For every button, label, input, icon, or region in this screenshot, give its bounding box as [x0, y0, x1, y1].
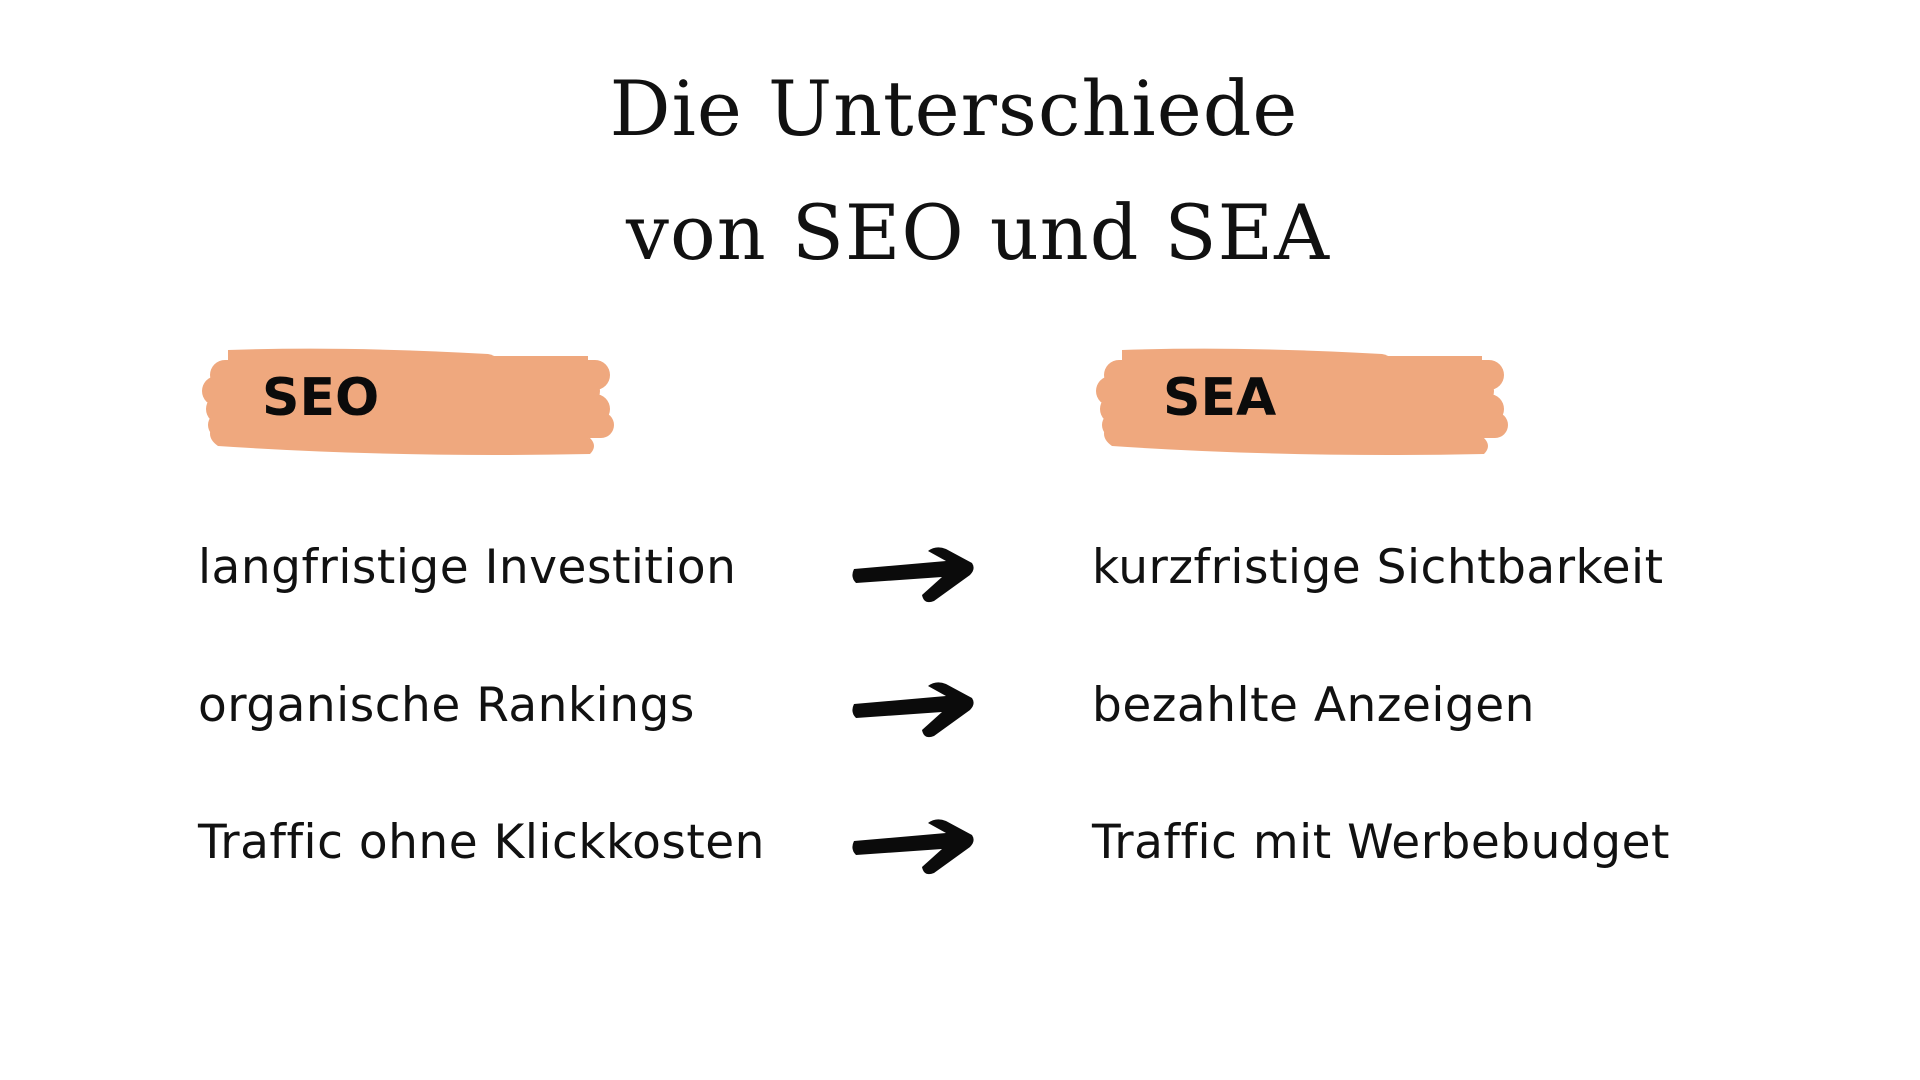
- seo-point-2: organische Rankings: [198, 678, 695, 733]
- sea-point-1: kurzfristige Sichtbarkeit: [1092, 540, 1664, 595]
- arrow-right-icon: [852, 682, 974, 738]
- brush-stroke-seo: [202, 348, 614, 455]
- seo-point-1: langfristige Investition: [198, 540, 737, 595]
- column-label-seo: SEO: [262, 368, 380, 428]
- arrow-right-icon: [852, 819, 974, 875]
- title-line-1: Die Unterschiede: [609, 64, 1299, 153]
- sea-point-3: Traffic mit Werbebudget: [1092, 815, 1670, 870]
- arrow-right-icon: [852, 547, 974, 603]
- seo-point-3: Traffic ohne Klickkosten: [198, 815, 765, 870]
- column-label-sea: SEA: [1163, 368, 1277, 428]
- brush-stroke-sea: [1096, 348, 1508, 455]
- title-line-2: von SEO und SEA: [626, 188, 1330, 277]
- sea-point-2: bezahlte Anzeigen: [1092, 678, 1535, 733]
